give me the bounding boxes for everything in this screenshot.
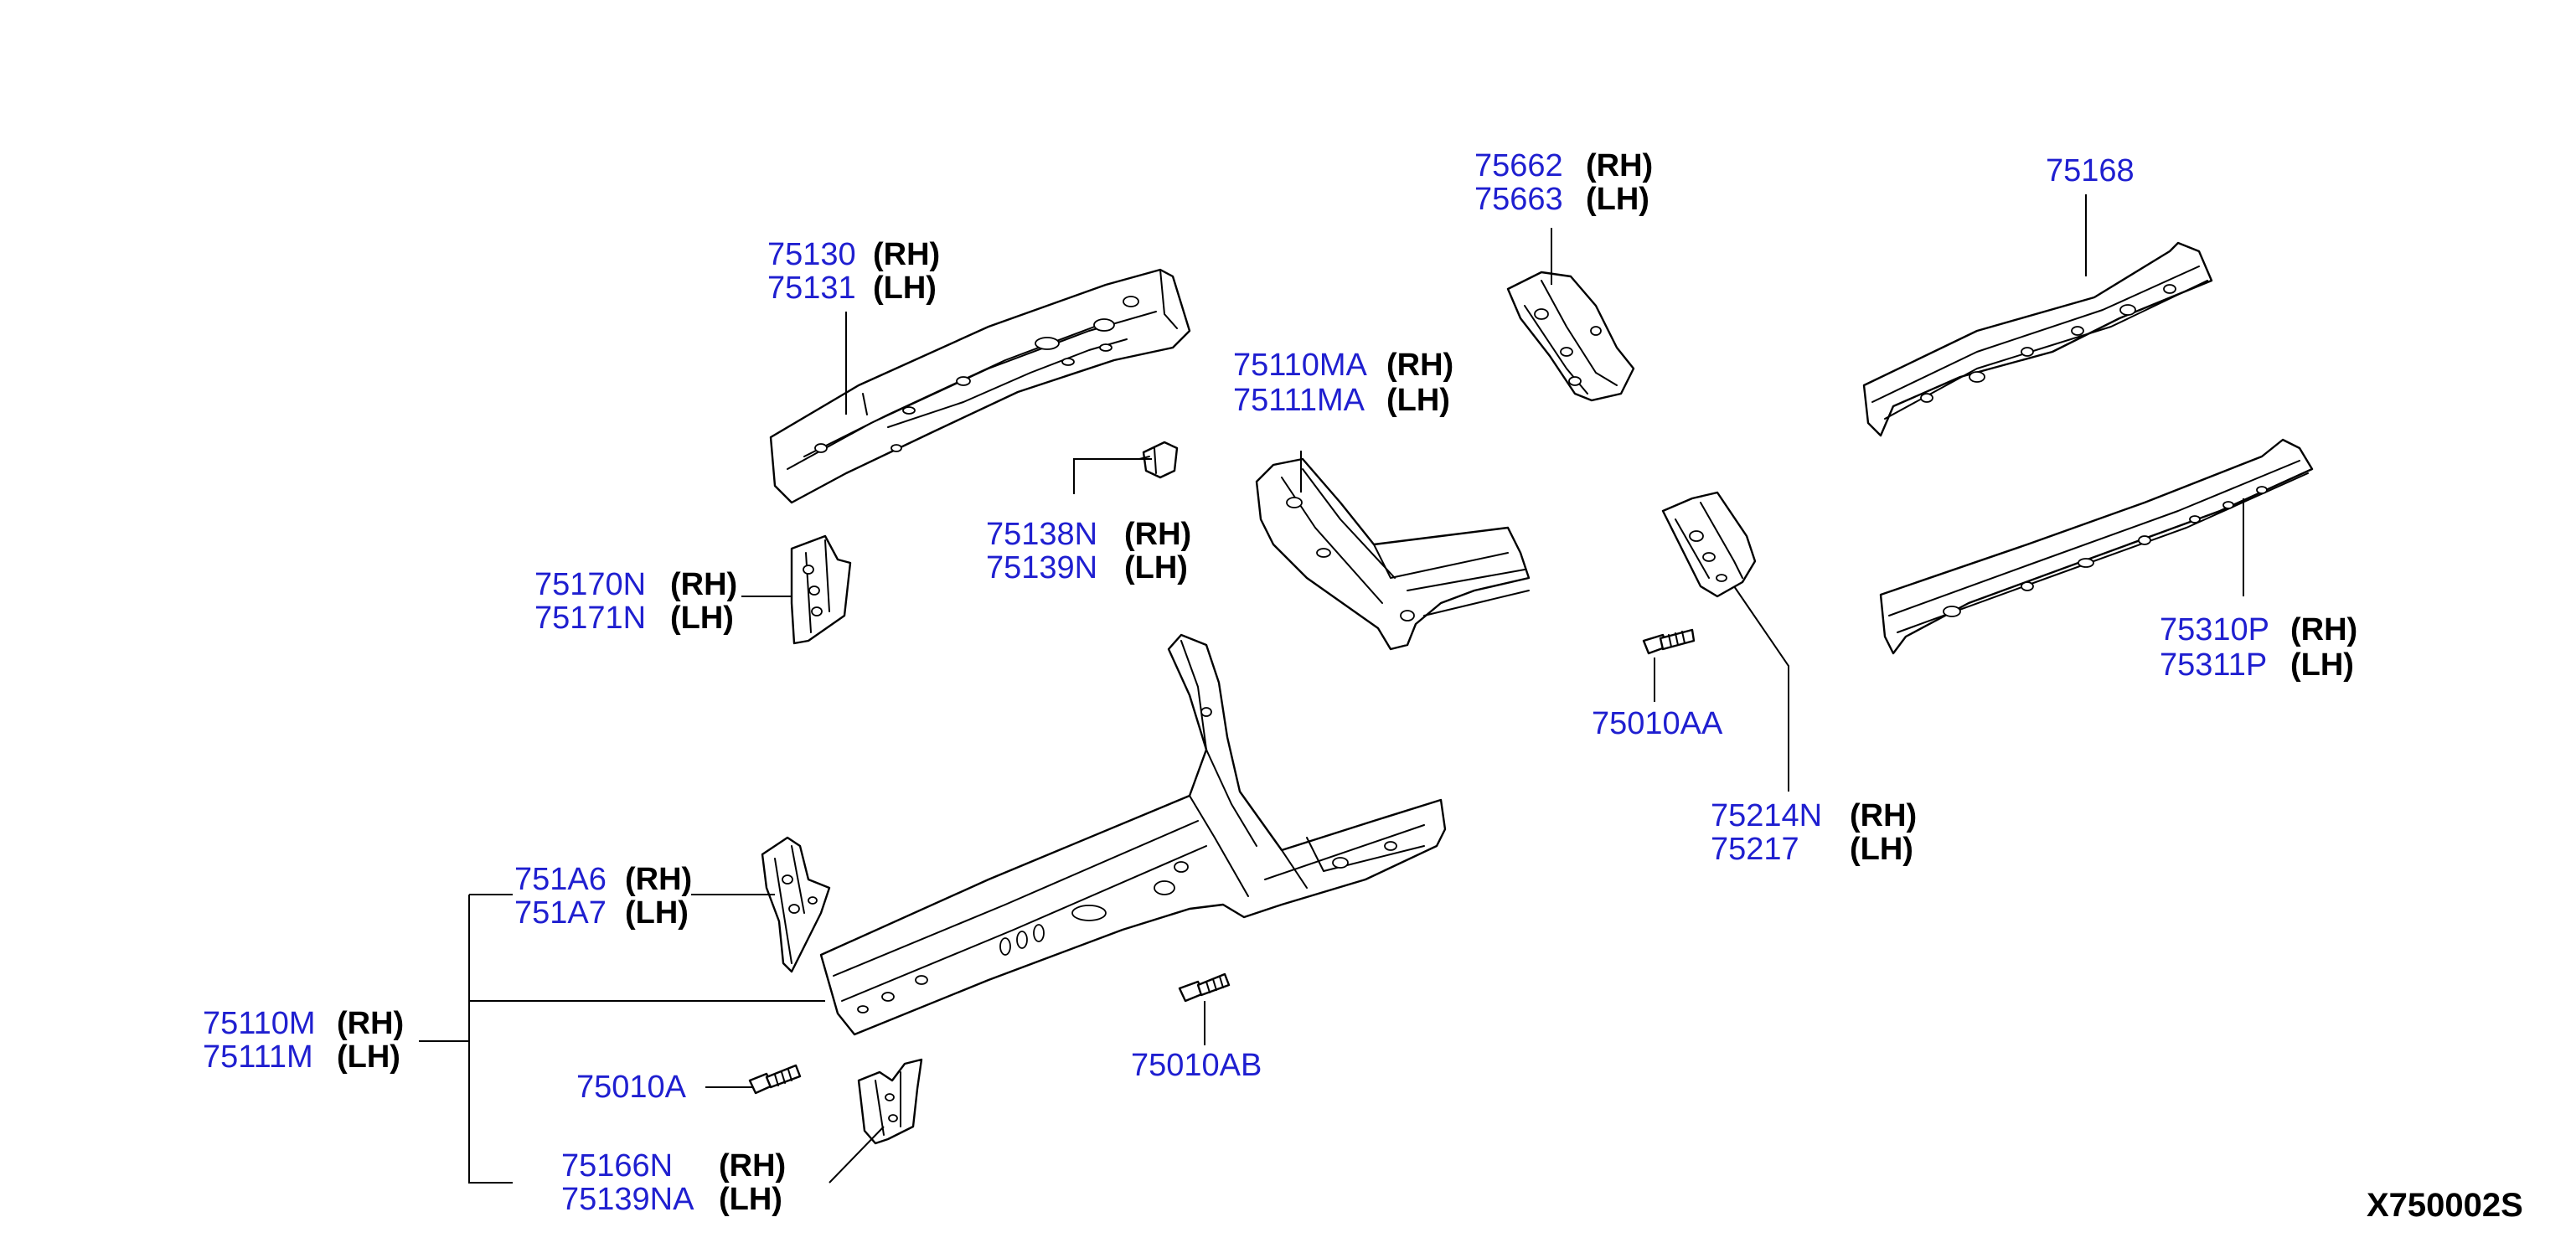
leader-lines: [419, 194, 2244, 1184]
part-75662[interactable]: [1506, 271, 1635, 402]
label-75138N: 75138N(RH): [986, 517, 1191, 552]
part-75010AA[interactable]: [1642, 628, 1696, 655]
label-751A6: 751A6(RH): [514, 862, 692, 897]
diagram-code: X750002S: [2367, 1187, 2523, 1224]
part-75110M[interactable]: [819, 633, 1447, 1036]
label-75214N: 75214N(RH): [1711, 798, 1917, 833]
label-75110MA: 75110MA(RH): [1233, 348, 1453, 383]
label-75139N: 75139N(LH): [986, 550, 1188, 585]
label-75166N: 75166N(RH): [561, 1148, 786, 1184]
label-75110M: 75110M(RH): [203, 1006, 404, 1041]
part-75010AB[interactable]: [1178, 972, 1231, 1003]
label-75168: 75168: [2046, 153, 2135, 188]
label-75010AB: 75010AB: [1131, 1048, 1262, 1083]
label-75170N: 75170N(RH): [534, 567, 737, 602]
label-75311P: 75311P(LH): [2160, 647, 2354, 683]
part-75130[interactable]: [769, 268, 1191, 504]
part-751A6[interactable]: [761, 836, 831, 973]
label-75310P: 75310P(RH): [2160, 612, 2357, 647]
part-75310P[interactable]: [1879, 438, 2314, 655]
label-75111M: 75111M(LH): [203, 1039, 400, 1075]
label-75662: 75662(RH): [1474, 148, 1653, 183]
part-75214N[interactable]: [1661, 491, 1757, 598]
label-75130: 75130(RH): [767, 237, 940, 272]
part-75110MA[interactable]: [1255, 457, 1531, 651]
part-75166N[interactable]: [857, 1058, 923, 1145]
part-75010A[interactable]: [748, 1064, 802, 1095]
part-75170N[interactable]: [790, 534, 852, 645]
label-75217: 75217(LH): [1711, 832, 1913, 867]
part-75168[interactable]: [1862, 241, 2213, 437]
label-75663: 75663(LH): [1474, 182, 1649, 217]
label-751A7: 751A7(LH): [514, 895, 689, 931]
label-75139NA: 75139NA(LH): [561, 1182, 782, 1217]
label-75111MA: 75111MA(LH): [1233, 383, 1450, 418]
label-75131: 75131(LH): [767, 271, 937, 306]
label-75010AA: 75010AA: [1592, 706, 1723, 741]
label-75010A: 75010A: [576, 1070, 687, 1105]
label-75171N: 75171N(LH): [534, 601, 734, 636]
